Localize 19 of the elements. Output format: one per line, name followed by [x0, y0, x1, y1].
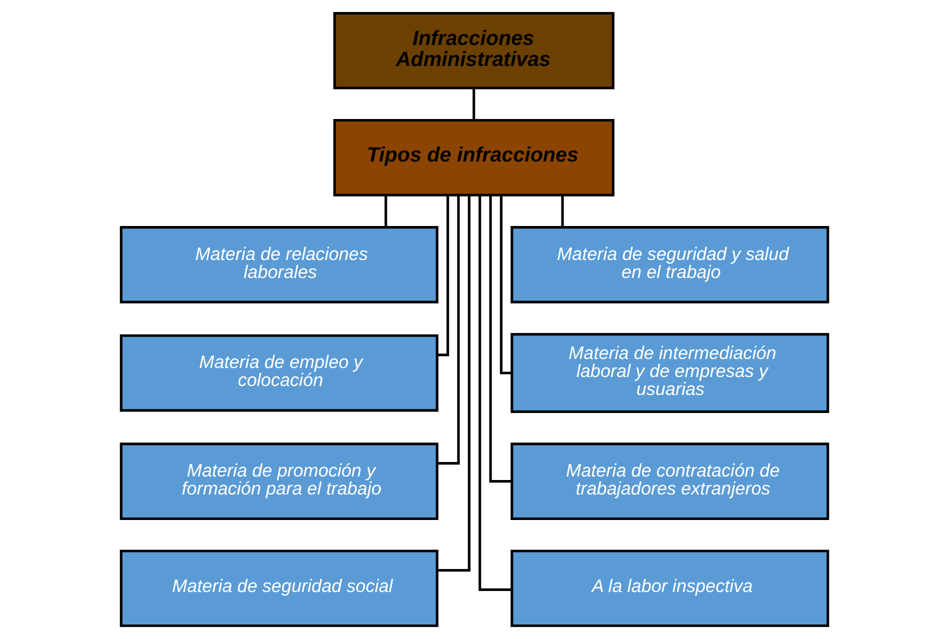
connector [437, 195, 460, 465]
connector [472, 88, 476, 120]
connector [384, 195, 388, 228]
connector [561, 195, 564, 228]
connector [437, 195, 470, 572]
node-box: Materia de intermediación laboral y de empresas y usuarias [510, 333, 830, 413]
node-box: Materia de contratación de trabajadores extranjeros [510, 442, 830, 520]
connector [500, 195, 512, 374]
node-box: A la labor inspectiva [510, 550, 830, 628]
node-box: Materia de seguridad y salud en el trabajo [510, 226, 830, 304]
node-box: Materia de promoción y formación para el trabajo [120, 442, 438, 520]
connector [489, 195, 512, 483]
node-box: Materia de empleo y colocación [120, 334, 438, 412]
connector [437, 195, 450, 356]
node-box: Infracciones Administrativas [333, 12, 614, 90]
node-box: Tipos de infracciones [333, 118, 614, 196]
node-box: Materia de seguridad social [120, 550, 438, 628]
connector [478, 195, 512, 591]
node-box: Materia de relaciones laborales [120, 226, 438, 304]
